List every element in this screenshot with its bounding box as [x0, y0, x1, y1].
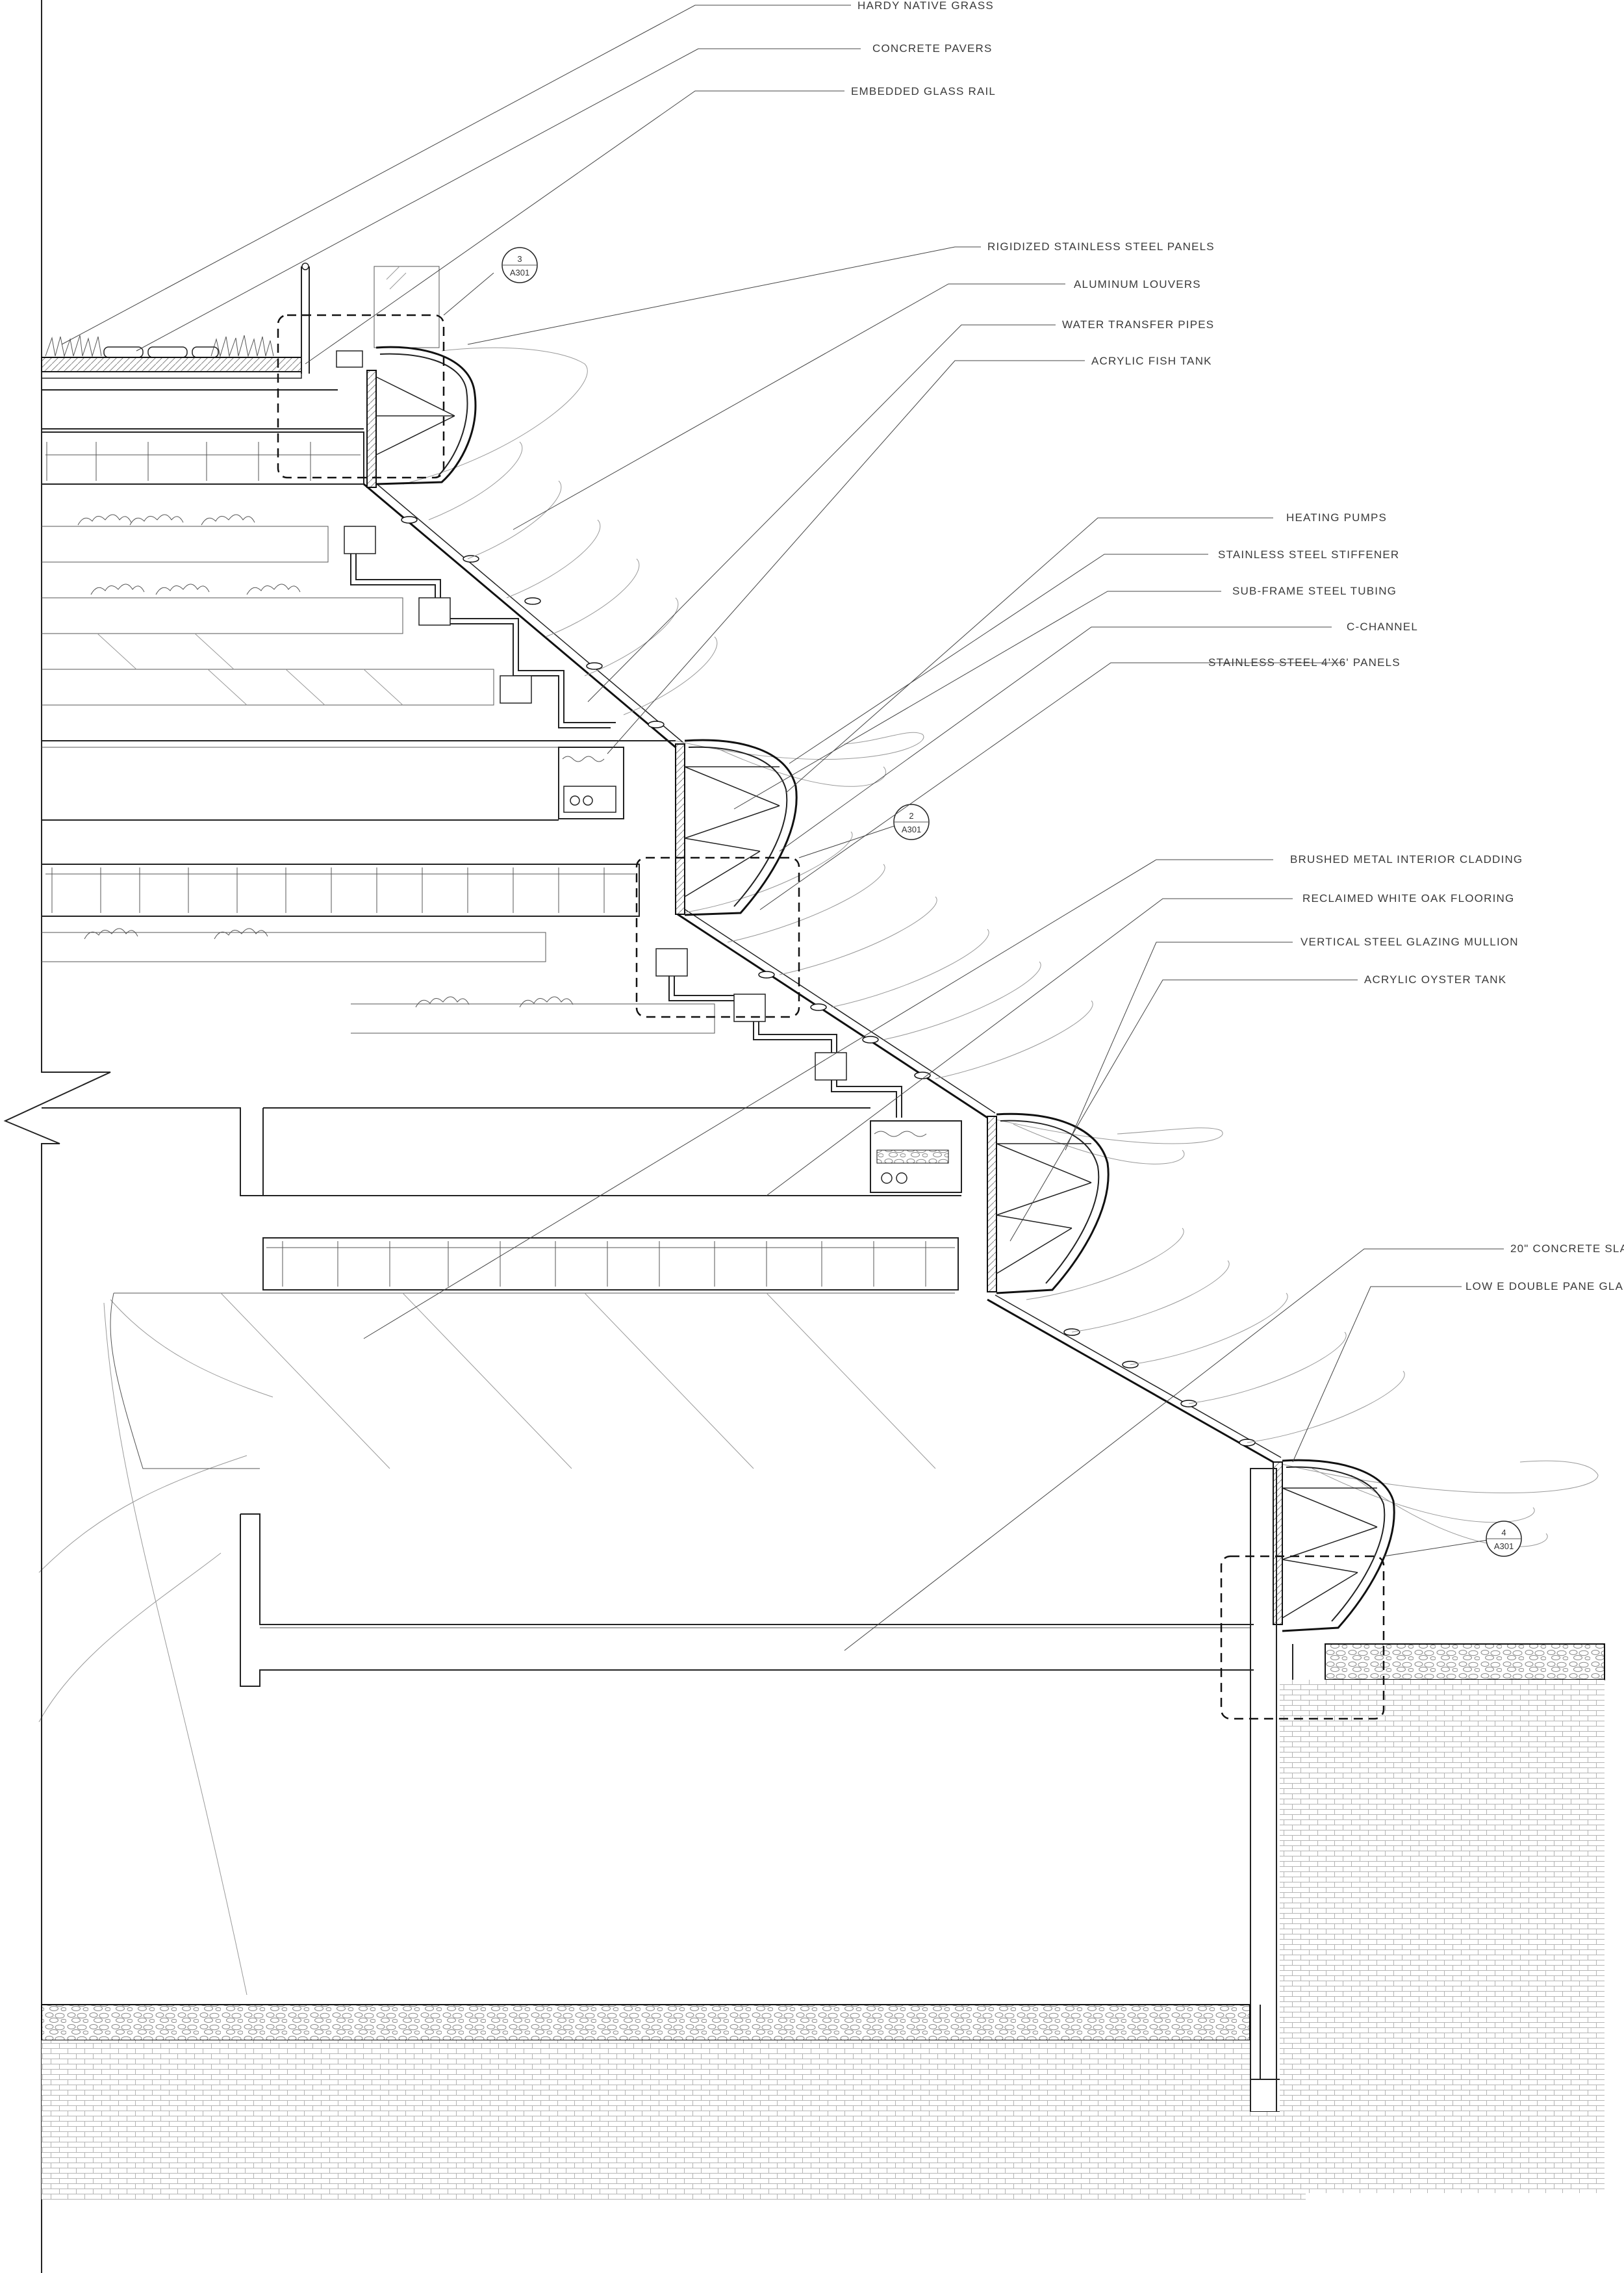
detail-boundaries [277, 272, 1488, 1720]
svg-text:A301: A301 [902, 825, 921, 834]
svg-text:4: 4 [1501, 1528, 1506, 1537]
callout-stainless-steel-4x6-panels: STAINLESS STEEL 4'X6' PANELS [1208, 656, 1401, 669]
site-ground [41, 1643, 1605, 2200]
callout-sub-frame-steel-tubing: SUB-FRAME STEEL TUBING [1232, 585, 1397, 597]
callout-stainless-steel-stiffener: STAINLESS STEEL STIFFENER [1218, 548, 1399, 561]
background-construction-lines [38, 1299, 273, 1996]
mid-floor-slab [41, 740, 715, 1034]
svg-text:3: 3 [517, 254, 522, 264]
svg-text:2: 2 [909, 811, 913, 821]
callout-acrylic-oyster-tank: ACRYLIC OYSTER TANK [1364, 973, 1506, 986]
callout-labels: HARDY NATIVE GRASS CONCRETE PAVERS EMBED… [851, 0, 1624, 1292]
green-roof [41, 263, 559, 748]
callout-heating-pumps: HEATING PUMPS [1286, 511, 1387, 524]
callout-brushed-metal-interior-cladding: BRUSHED METAL INTERIOR CLADDING [1290, 853, 1523, 866]
callout-reclaimed-white-oak-flooring: RECLAIMED WHITE OAK FLOORING [1302, 892, 1514, 905]
callout-vertical-steel-glazing-mullion: VERTICAL STEEL GLAZING MULLION [1300, 936, 1519, 948]
heating-pumps [344, 526, 847, 1081]
callout-acrylic-fish-tank: ACRYLIC FISH TANK [1091, 355, 1212, 367]
callout-low-e-double-pane-glass: LOW E DOUBLE PANE GLASS [1465, 1280, 1624, 1292]
svg-text:A301: A301 [510, 268, 529, 277]
panel-bay-middle [558, 739, 798, 916]
callout-water-transfer-pipes: WATER TRANSFER PIPES [1062, 318, 1214, 331]
panel-bay-top [336, 346, 477, 488]
callout-aluminum-louvers: ALUMINUM LOUVERS [1074, 278, 1201, 290]
detail-tag-4[interactable]: 4 A301 [1486, 1521, 1522, 1557]
detail-tag-3[interactable]: 3 A301 [501, 247, 538, 283]
water-transfer-pipes [350, 539, 902, 1118]
callout-leaders [61, 5, 1504, 1651]
callout-hardy-native-grass: HARDY NATIVE GRASS [857, 0, 994, 12]
callout-embedded-glass-rail: EMBEDDED GLASS RAIL [851, 85, 996, 97]
section-break-line [3, 0, 111, 2273]
panel-bay-bottom [1273, 1459, 1395, 1632]
callout-concrete-pavers: CONCRETE PAVERS [872, 42, 993, 55]
callout-20in-concrete-slab: 20" CONCRETE SLAB [1510, 1242, 1624, 1255]
lower-floor-slab [42, 1107, 961, 1469]
detail-tag-2[interactable]: 2 A301 [893, 804, 930, 840]
callout-rigidized-stainless-steel-panels: RIGIDIZED STAINLESS STEEL PANELS [987, 240, 1215, 253]
sloped-glazing-system [363, 479, 1282, 1463]
panel-bay-lower [870, 1112, 1110, 1294]
callout-c-channel: C-CHANNEL [1347, 621, 1418, 633]
svg-text:A301: A301 [1494, 1541, 1514, 1551]
